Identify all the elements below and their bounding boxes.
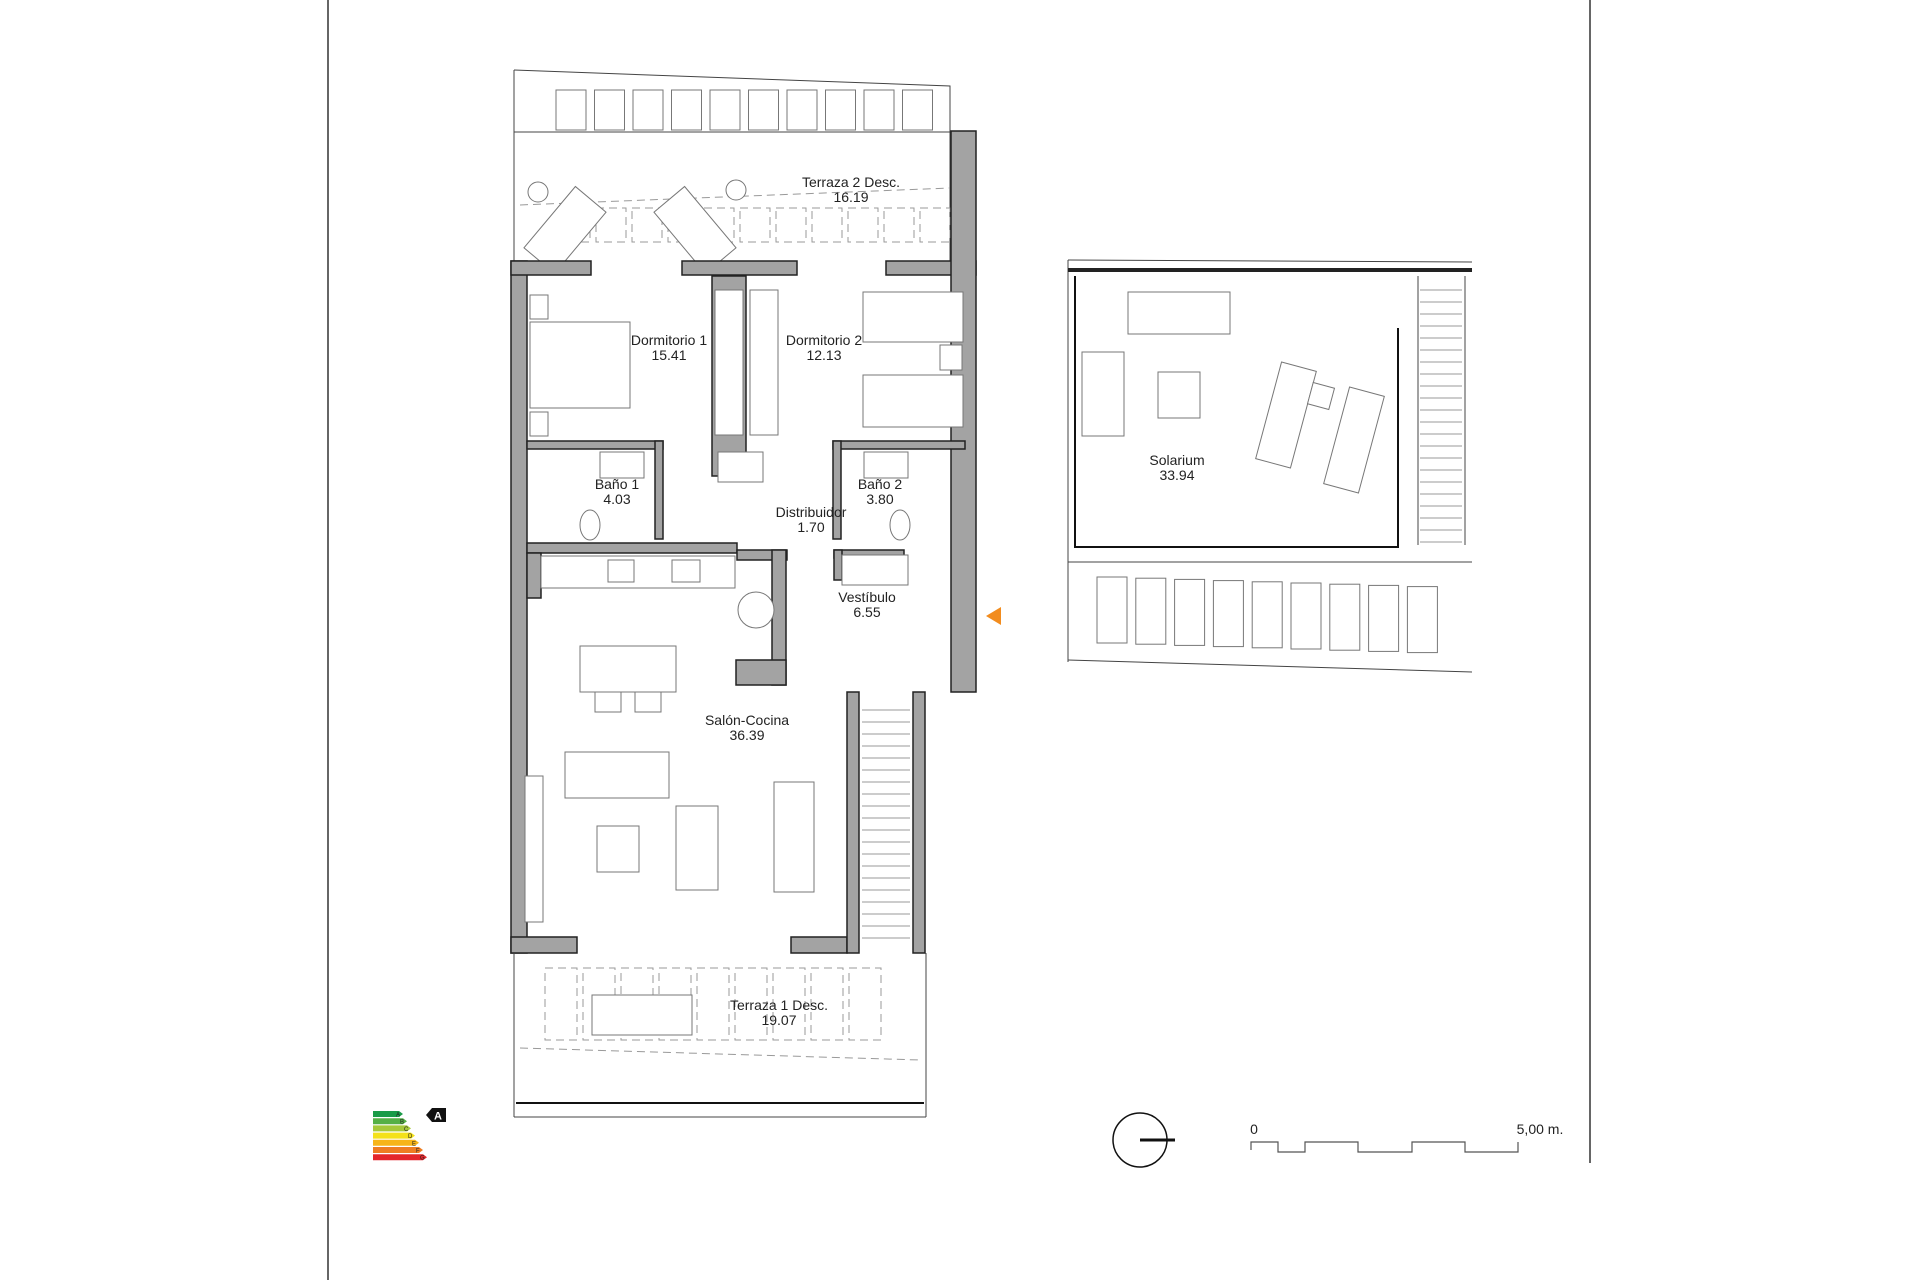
- room-name: Distribuidor: [776, 504, 847, 520]
- energy-bar-E: [373, 1139, 419, 1146]
- planter: [709, 89, 741, 131]
- room-area: 33.94: [1159, 467, 1194, 483]
- north-arrow-icon: [1112, 1112, 1175, 1168]
- energy-class-label: E: [412, 1141, 416, 1147]
- planter: [1096, 576, 1128, 644]
- scale-start-label: 0: [1250, 1121, 1258, 1137]
- energy-bar-C: [373, 1125, 411, 1132]
- energy-class-label: F: [416, 1149, 420, 1155]
- room-area: 12.13: [806, 347, 841, 363]
- energy-rating-badge: [426, 1108, 446, 1122]
- room-name: Vestíbulo: [838, 589, 896, 605]
- planter: [1174, 578, 1206, 646]
- room-name: Salón-Cocina: [705, 712, 789, 728]
- room-area: 19.07: [761, 1012, 796, 1028]
- room-area: 15.41: [651, 347, 686, 363]
- room-name: Baño 2: [858, 476, 903, 492]
- room-name: Terraza 1 Desc.: [730, 997, 828, 1013]
- entrance-marker-icon: [986, 607, 1001, 625]
- terrace-2: [513, 69, 951, 275]
- room-name: Solarium: [1149, 452, 1204, 468]
- energy-bar-B: [373, 1118, 407, 1125]
- furniture: [524, 289, 1385, 923]
- planter: [863, 89, 895, 131]
- planter: [1135, 577, 1167, 645]
- room-area: 4.03: [603, 491, 630, 507]
- room-name: Baño 1: [595, 476, 640, 492]
- planter: [1212, 580, 1244, 648]
- room-name: Dormitorio 1: [631, 332, 707, 348]
- energy-class-label: D: [408, 1134, 413, 1140]
- planter: [786, 89, 818, 131]
- terrace-1: [513, 953, 927, 1118]
- room-area: 6.55: [853, 604, 880, 620]
- energy-rating: A: [434, 1111, 442, 1123]
- energy-bar-F: [373, 1147, 423, 1153]
- energy-class-label: C: [404, 1127, 409, 1133]
- room-name: Terraza 2 Desc.: [802, 174, 900, 190]
- room-area: 3.80: [866, 491, 893, 507]
- planter: [1368, 584, 1400, 652]
- energy-bar-A: [373, 1111, 403, 1117]
- planter: [555, 89, 587, 131]
- room-area: 1.70: [797, 519, 824, 535]
- planter: [1406, 586, 1438, 654]
- planter: [632, 89, 664, 131]
- planter: [748, 89, 779, 131]
- scale-bar: 0 5,00 m.: [1250, 1121, 1564, 1153]
- planter: [1329, 583, 1361, 651]
- energy-class-label: B: [400, 1120, 404, 1126]
- scale-end-label: 5,00 m.: [1517, 1121, 1564, 1137]
- planter: [1251, 581, 1283, 649]
- room-area: 36.39: [729, 727, 764, 743]
- planter: [825, 89, 856, 131]
- energy-class-label: G: [420, 1156, 425, 1162]
- planter: [594, 89, 625, 131]
- stairs: [862, 289, 1462, 939]
- planter: [902, 89, 933, 131]
- solarium: [1067, 259, 1473, 673]
- room-area: 16.19: [833, 189, 868, 205]
- energy-bar-G: [373, 1154, 427, 1161]
- energy-class-label: A: [396, 1113, 400, 1119]
- room-name: Dormitorio 2: [786, 332, 862, 348]
- energy-bar-D: [373, 1132, 415, 1139]
- planter: [671, 89, 702, 131]
- planter: [1290, 582, 1322, 650]
